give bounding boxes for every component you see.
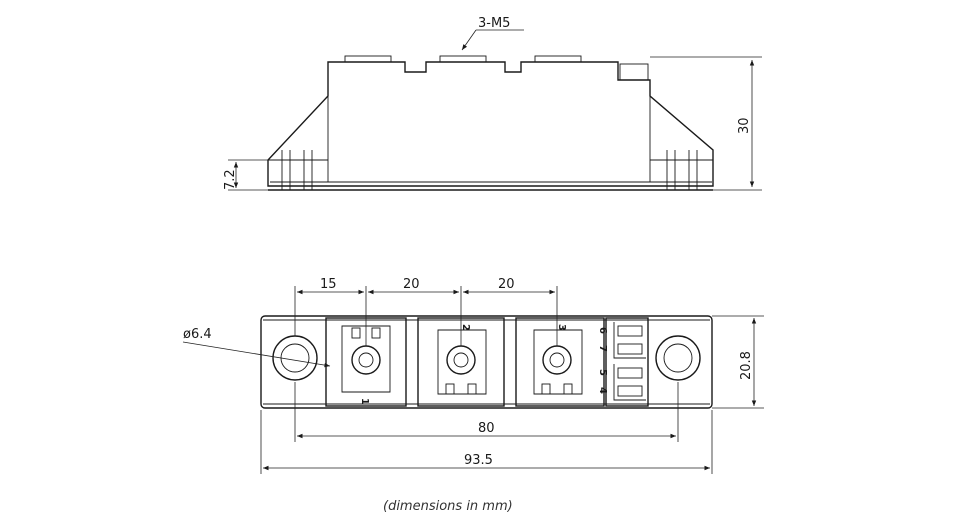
pitch-3-label: 20 <box>498 277 515 292</box>
side-hole-right <box>666 150 698 190</box>
side-body-outline <box>267 61 714 187</box>
length-label: 93.5 <box>464 453 493 468</box>
pin-2-label: 2 <box>460 324 471 331</box>
pin-4-label: 4 <box>597 387 608 394</box>
aux-pin-4 <box>617 385 643 397</box>
aux-pin-group-bracket <box>613 322 646 401</box>
flange-height-label: 7.2 <box>223 169 238 190</box>
terminal-3-frame <box>533 329 583 395</box>
side-nut-3 <box>534 55 582 63</box>
top-body-outline <box>260 315 713 409</box>
terminal-2-tab-a <box>445 383 455 395</box>
terminal-3-screw-outer <box>542 345 572 375</box>
hole-diameter-leader <box>182 341 331 368</box>
dimensions-caption: (dimensions in mm) <box>383 499 513 514</box>
terminal-1-screw-inner <box>358 352 374 368</box>
width-label: 20.8 <box>739 351 754 380</box>
top-view: 1 2 3 6 7 5 4 15 20 20 <box>182 277 764 474</box>
pin-5-label: 5 <box>597 369 608 376</box>
aux-pin-5 <box>617 367 643 379</box>
terminal-2-frame <box>437 329 487 395</box>
height-label: 30 <box>737 117 752 134</box>
side-nut-1 <box>344 55 392 63</box>
right-mount-hole-outer <box>655 335 701 381</box>
pitch-1-label: 15 <box>320 277 337 292</box>
pin-7-label: 7 <box>597 345 608 352</box>
right-mount-hole-inner <box>663 343 693 373</box>
terminal-2-screw-outer <box>446 345 476 375</box>
terminal-1-screw-outer <box>351 345 381 375</box>
terminal-3-screw-inner <box>549 352 565 368</box>
terminal-3-tab-b <box>563 383 573 395</box>
aux-pin-6 <box>617 325 643 337</box>
terminal-2-screw-inner <box>453 352 469 368</box>
pin-6-label: 6 <box>597 327 608 334</box>
side-hole-left <box>281 150 313 190</box>
terminal-compartment-3 <box>515 317 605 407</box>
terminal-1-frame <box>341 325 391 393</box>
m5-callout-label: 3-M5 <box>478 16 510 31</box>
terminal-2-tab-b <box>467 383 477 395</box>
terminal-1-tab-a <box>351 327 361 339</box>
pin-3-label: 3 <box>556 324 567 331</box>
hole-diameter-label: ø6.4 <box>183 327 212 342</box>
terminal-1-tab-b <box>371 327 381 339</box>
terminal-3-tab-a <box>541 383 551 395</box>
side-aux-block <box>619 63 649 81</box>
hole-spacing-label: 80 <box>478 421 495 436</box>
pin-1-label: 1 <box>359 398 370 405</box>
m5-callout-leader <box>461 29 477 51</box>
aux-compartment <box>605 317 649 407</box>
side-nut-2 <box>439 55 487 63</box>
side-view: 3-M5 30 7.2 <box>223 16 762 191</box>
pitch-2-label: 20 <box>403 277 420 292</box>
aux-pin-7 <box>617 343 643 355</box>
left-mount-hole-inner <box>280 343 310 373</box>
